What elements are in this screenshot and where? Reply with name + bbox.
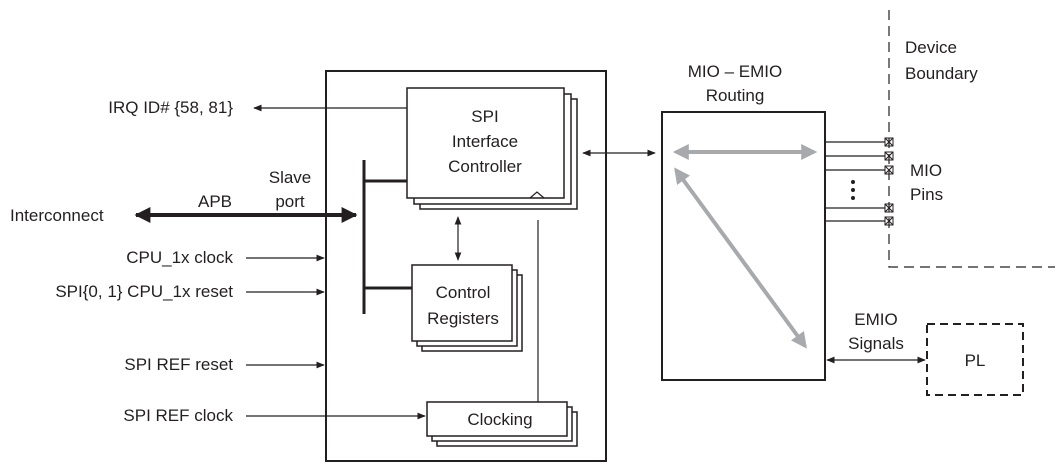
slave-port-label-2: port	[275, 192, 305, 211]
mio-pins-label-2: Pins	[910, 185, 943, 204]
spi-module-box	[325, 70, 607, 462]
control-registers-block: Control Registers	[411, 264, 523, 352]
ref-clock-label: SPI REF clock	[123, 406, 233, 425]
mio-pin-lines	[825, 141, 885, 222]
spi-controller-label-1: SPI	[471, 107, 498, 126]
cpu-reset-label: SPI{0, 1} CPU_1x reset	[55, 282, 233, 301]
clocking-block: Clocking	[426, 401, 578, 447]
cpu-clock-label: CPU_1x clock	[126, 248, 233, 267]
routing-diagonal-arrow	[674, 167, 807, 349]
apb-label: APB	[198, 192, 232, 211]
routing-label-2: Routing	[706, 86, 765, 105]
routing-label-1: MIO – EMIO	[688, 62, 782, 81]
clocking-label: Clocking	[467, 410, 532, 429]
control-registers-label-1: Control	[436, 283, 491, 302]
ellipsis-icon	[851, 180, 855, 200]
interconnect-label: Interconnect	[10, 206, 104, 225]
pl-label: PL	[965, 351, 986, 370]
spi-controller-label-2: Interface	[452, 132, 518, 151]
emio-label-1: EMIO	[854, 310, 897, 329]
slave-port-label-1: Slave	[269, 168, 312, 187]
pl-box	[926, 323, 1024, 396]
control-registers-label-2: Registers	[427, 309, 499, 328]
mio-pins-label-1: MIO	[910, 161, 942, 180]
ref-reset-label: SPI REF reset	[124, 355, 233, 374]
device-boundary-label-1: Device	[905, 38, 957, 57]
spi-interface-controller-block: SPI Interface Controller	[406, 87, 578, 210]
device-boundary-label-2: Boundary	[905, 64, 978, 83]
emio-label-2: Signals	[848, 334, 904, 353]
device-boundary-line	[888, 10, 1055, 268]
irq-label: IRQ ID# {58, 81}	[108, 98, 233, 117]
spi-controller-label-3: Controller	[448, 157, 522, 176]
